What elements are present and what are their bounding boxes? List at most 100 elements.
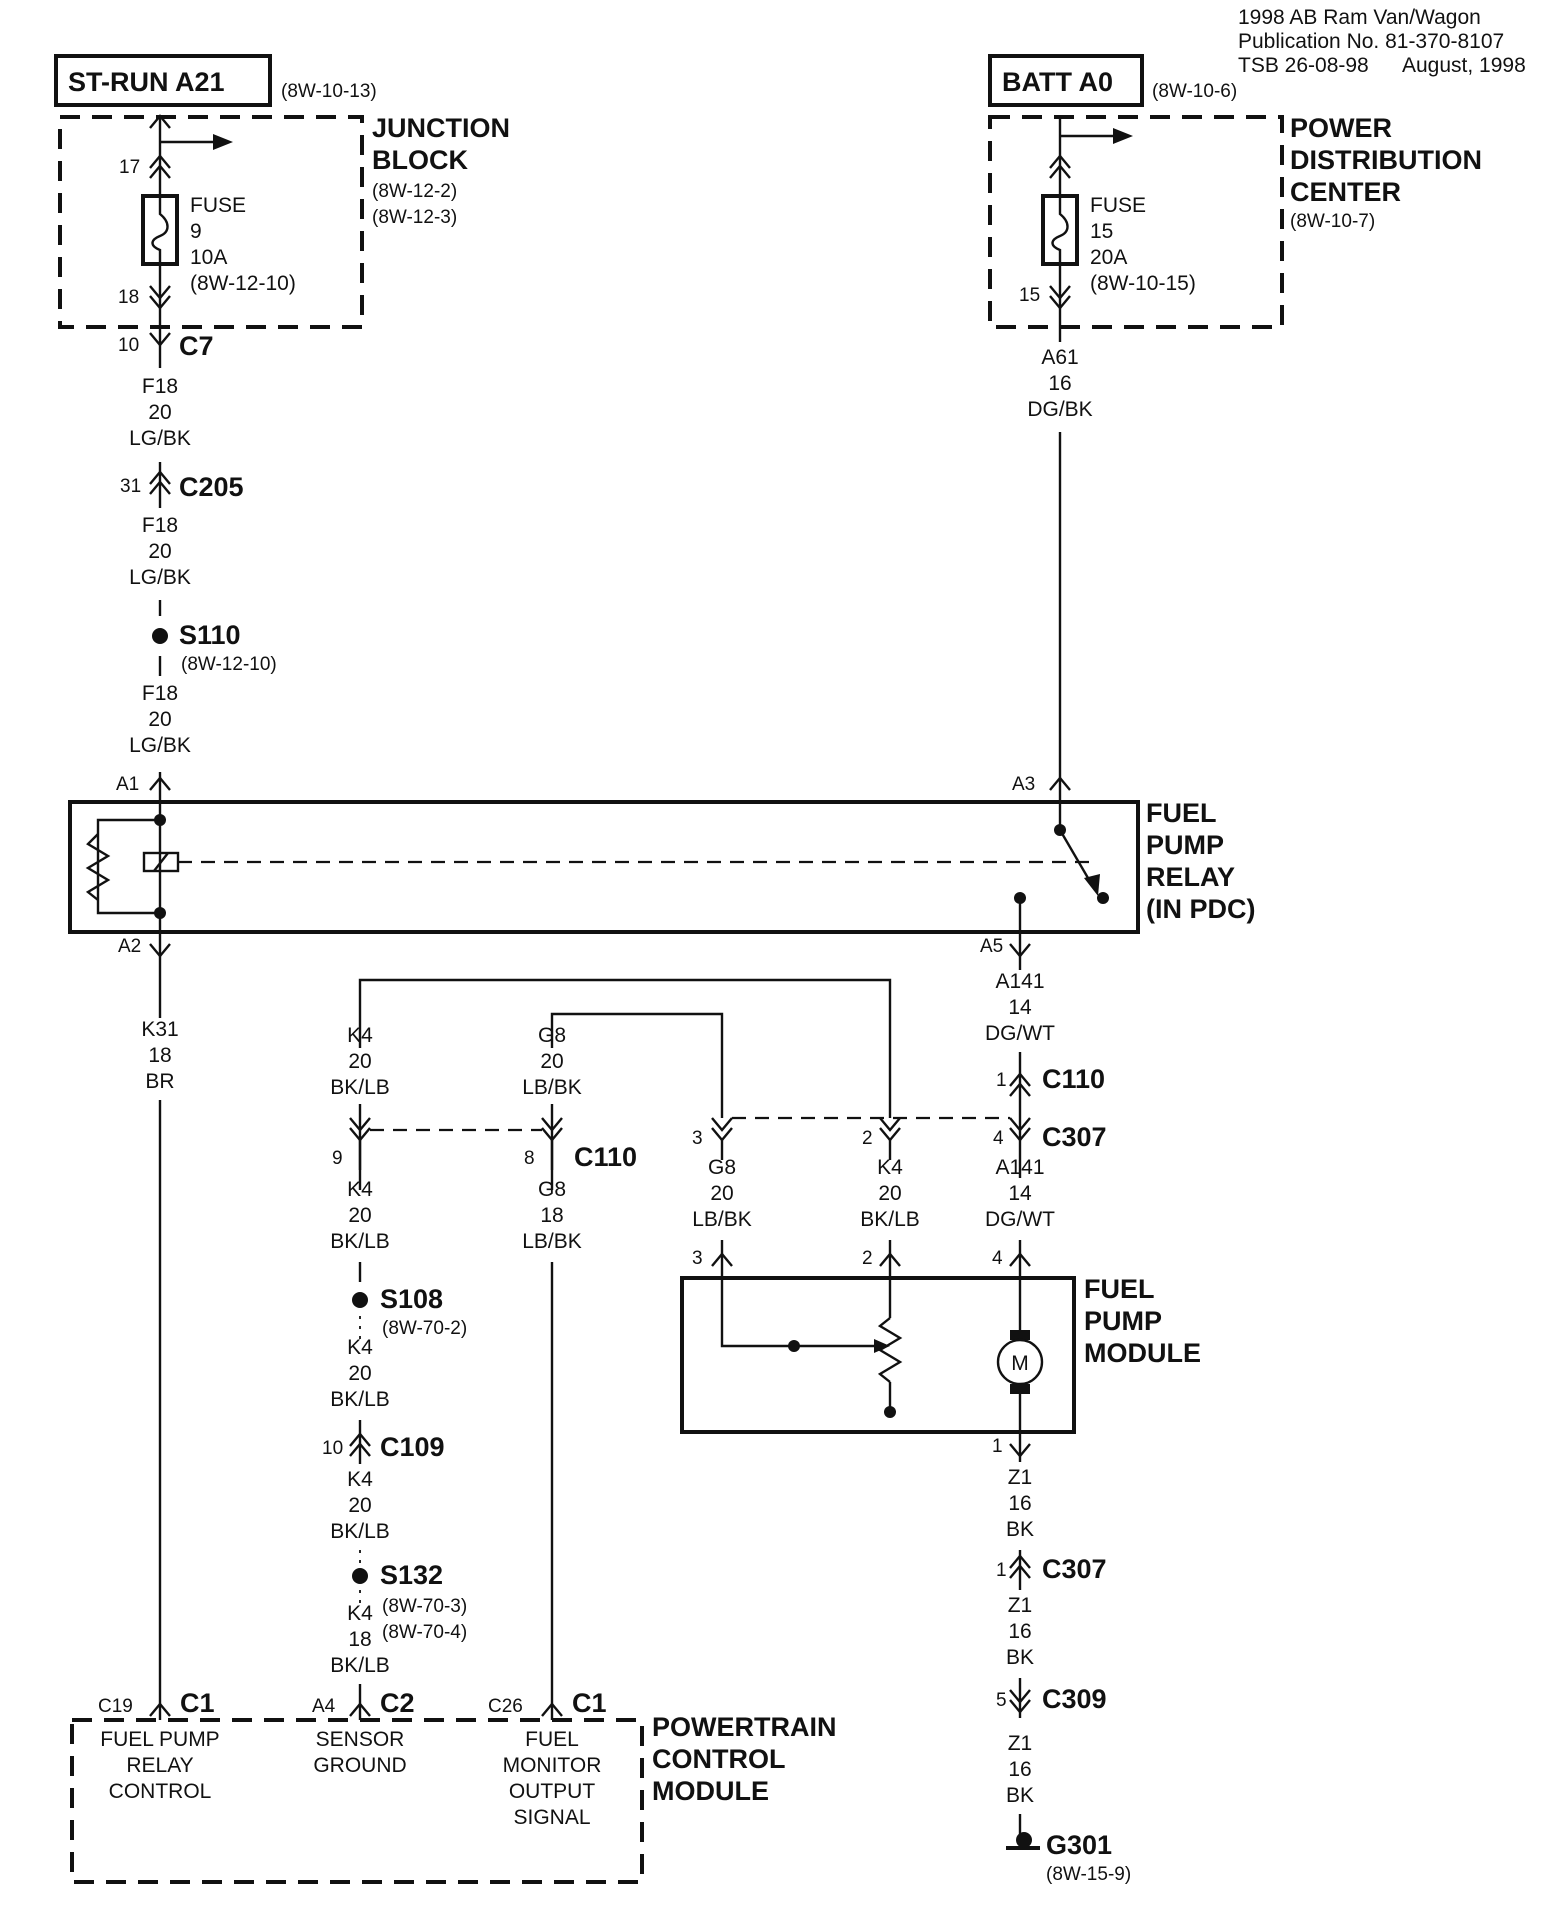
powertrain-control-module: C19 C1 A4 C2 C26 C1 POWERTRAIN CONTROL M… [70, 1688, 837, 1884]
k4-circuit-top: K4 [347, 1024, 373, 1047]
fuse-9-number: 9 [190, 220, 202, 243]
a141-gauge-mod: 14 [1008, 1182, 1032, 1205]
pcm-title-1: POWERTRAIN [652, 1712, 837, 1742]
pcm-pin-c26: C26 [488, 1696, 523, 1717]
junction-block-outline [58, 115, 364, 329]
connector-chevron-icon [149, 943, 171, 958]
junction-block: JUNCTION BLOCK (8W-12-2) (8W-12-3) 17 FU… [58, 113, 510, 329]
feed-arrow-icon [213, 134, 233, 150]
k4-circuit-mod: K4 [877, 1156, 903, 1179]
s132-name: S132 [380, 1560, 443, 1590]
fuse-9-label: FUSE [190, 194, 246, 217]
splice-s108-dot [352, 1292, 368, 1308]
c110-right-pin: 1 [996, 1070, 1007, 1091]
connector-chevron-icon [711, 1252, 733, 1267]
module-pin-2: 2 [862, 1248, 873, 1269]
connector-chevron-icon [149, 470, 171, 495]
s108-ref: (8W-70-2) [382, 1318, 467, 1339]
z1-gauge-b: 16 [1008, 1620, 1031, 1643]
a141-wire: A5 A141 14 DG/WT 1 C110 4 C307 A141 14 D… [980, 932, 1107, 1278]
k4-circuit-low2: K4 [347, 1468, 373, 1491]
k4-circuit-mid: K4 [347, 1178, 373, 1201]
c110-left-pin-g8: 8 [524, 1148, 535, 1169]
g8-color-top: LB/BK [522, 1076, 582, 1099]
s110-ref: (8W-12-10) [181, 654, 277, 675]
g8-circuit-mid: G8 [538, 1178, 566, 1201]
z1-circuit-a: Z1 [1008, 1466, 1033, 1489]
relay-title-2: PUMP [1146, 830, 1224, 860]
junction-block-ref-2: (8W-12-3) [372, 207, 457, 228]
pdc-title-1: POWER [1290, 113, 1392, 143]
z1-gauge-a: 16 [1008, 1492, 1031, 1515]
g8-color-mod: LB/BK [692, 1208, 752, 1231]
sender-resistor-icon [877, 1317, 903, 1383]
a141-color-top: DG/WT [985, 1022, 1055, 1045]
module-title-3: MODULE [1084, 1338, 1201, 1368]
c307-low-pin: 1 [996, 1560, 1007, 1581]
connector-chevron-icon [1009, 1443, 1031, 1458]
batt-ref: (8W-10-6) [1152, 81, 1237, 102]
fuse-element-icon [151, 196, 169, 264]
k4-color-mod: BK/LB [860, 1208, 920, 1231]
fuse-9-ref: (8W-12-10) [190, 272, 296, 295]
f18-circuit-1: F18 [142, 375, 178, 398]
batt-feed-wire: A61 16 DG/BK A3 [1012, 327, 1093, 802]
module-title-2: PUMP [1084, 1306, 1162, 1336]
a61-color: DG/BK [1027, 398, 1092, 421]
f18-circuit-3: F18 [142, 682, 178, 705]
g301-name: G301 [1046, 1830, 1112, 1860]
fuse-15-rating: 20A [1090, 246, 1127, 269]
pcm-func-3-line-4: SIGNAL [513, 1806, 590, 1829]
pcm-func-2-line-1: SENSOR [316, 1728, 405, 1751]
pcm-conn-c2: C2 [380, 1688, 415, 1718]
module-pin-1: 1 [992, 1436, 1003, 1457]
fuel-pump-relay: FUEL PUMP RELAY (IN PDC) [68, 798, 1256, 934]
k31-gauge: 18 [148, 1044, 171, 1067]
a61-gauge: 16 [1048, 372, 1071, 395]
connector-chevron-icon [1009, 1252, 1031, 1267]
connector-chevron-icon [541, 1702, 563, 1717]
header-line-1: 1998 AB Ram Van/Wagon [1238, 6, 1481, 29]
c110-left-pin-k4: 9 [332, 1148, 343, 1169]
z1-color-a: BK [1006, 1518, 1034, 1541]
relay-title-3: RELAY [1146, 862, 1235, 892]
relay-title-4: (IN PDC) [1146, 894, 1256, 924]
c307-top-name: C307 [1042, 1122, 1107, 1152]
g8-color-mid: LB/BK [522, 1230, 582, 1253]
connector-chevron-icon [1009, 1689, 1031, 1714]
pcm-title-2: CONTROL [652, 1744, 785, 1774]
relay-pin-a5: A5 [980, 936, 1003, 957]
f18-color-2: LG/BK [129, 566, 191, 589]
ground-path: 1 Z1 16 BK 1 C307 Z1 16 BK 5 C309 Z1 16 … [992, 1432, 1131, 1885]
header-line-3-tsb: TSB 26-08-98 [1238, 54, 1369, 77]
pcm-conn-c1-b: C1 [572, 1688, 607, 1718]
connector-chevron-icon [149, 776, 171, 791]
k31-wire: A2 K31 18 BR [118, 932, 179, 1720]
k4-gauge-top: 20 [348, 1050, 371, 1073]
c307-pin-k4: 2 [862, 1128, 873, 1149]
wiper-arrow-icon [874, 1339, 890, 1353]
connector-chevron-icon [879, 1117, 901, 1142]
c110-left-name: C110 [574, 1142, 637, 1172]
st-run-title: ST-RUN A21 [68, 67, 225, 97]
s108-name: S108 [380, 1284, 443, 1314]
f18-color-1: LG/BK [129, 427, 191, 450]
header-line-2: Publication No. 81-370-8107 [1238, 30, 1504, 53]
connector-chevron-icon [1049, 776, 1071, 791]
f18-color-3: LG/BK [129, 734, 191, 757]
c109-name: C109 [380, 1432, 445, 1462]
f18-gauge-2: 20 [148, 540, 171, 563]
module-pin-3: 3 [692, 1248, 703, 1269]
splice-s110-dot [152, 628, 168, 644]
st-run-box [54, 54, 272, 107]
s132-ref-1: (8W-70-3) [382, 1596, 467, 1617]
connector-chevron-icon [349, 1432, 371, 1457]
fuse-9-rating: 10A [190, 246, 227, 269]
k4-gauge-low: 20 [348, 1362, 371, 1385]
feed-arrow-icon [1113, 128, 1133, 144]
junction-block-title-2: BLOCK [372, 145, 468, 175]
k4-color-top: BK/LB [330, 1076, 390, 1099]
a141-circuit-top: A141 [995, 970, 1044, 993]
junction-pin-out: 18 [118, 287, 139, 308]
